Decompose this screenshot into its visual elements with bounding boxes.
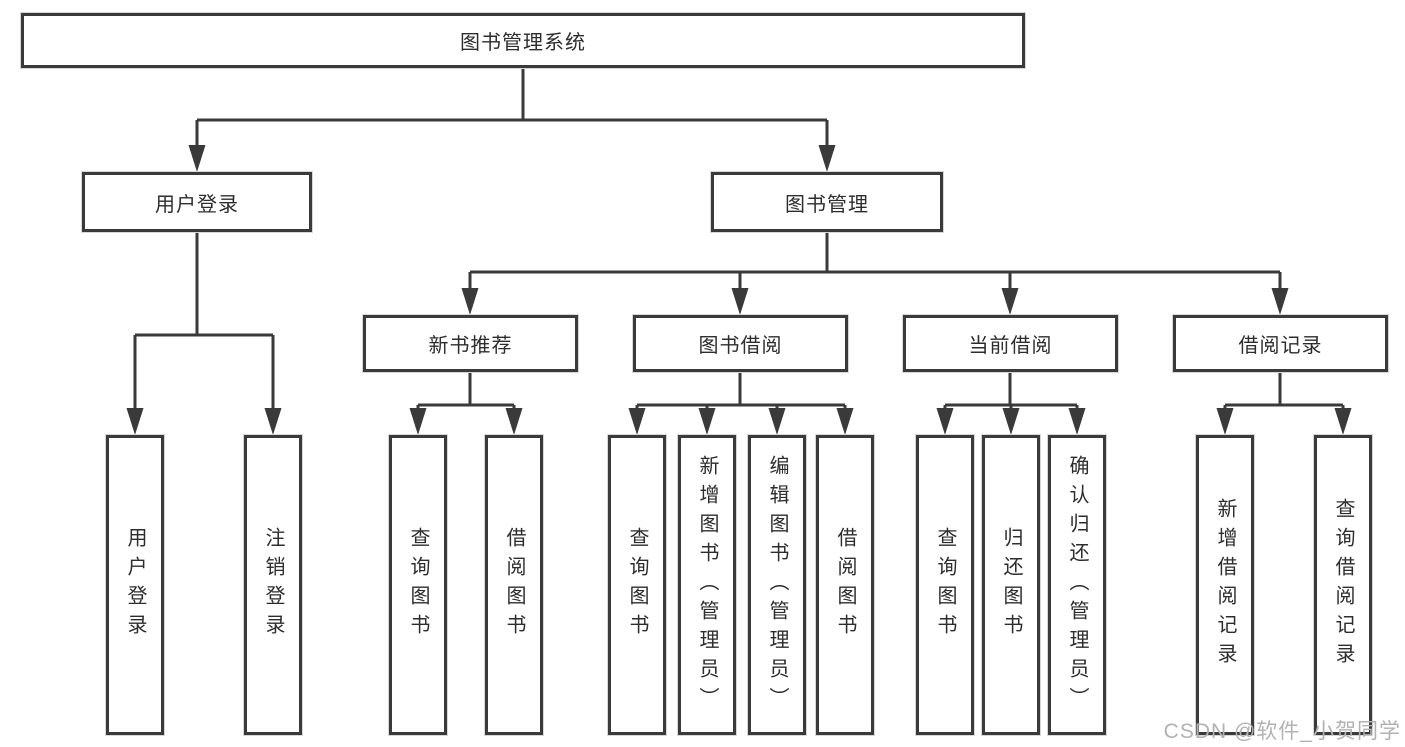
- node-label: 新增图书（管理员）: [696, 454, 718, 716]
- arrowhead-icon: [1001, 288, 1019, 315]
- leaf-recommend-borrow-books: 借阅图书: [485, 435, 543, 735]
- node-new-book-recommendation: 新书推荐: [363, 315, 578, 372]
- arrowhead-icon: [188, 145, 206, 172]
- node-label: 新增借阅记录: [1214, 498, 1236, 672]
- node-label: 当前借阅: [968, 335, 1053, 357]
- node-library-management-system: 图书管理系统: [21, 13, 1025, 68]
- leaf-logout: 注销登录: [244, 435, 302, 735]
- arrowhead-icon: [818, 145, 836, 172]
- arrowhead-icon: [1334, 408, 1352, 435]
- arrowhead-icon: [628, 408, 646, 435]
- leaf-borrowing-query-books: 查询图书: [608, 435, 666, 735]
- node-label: 新书推荐: [428, 335, 513, 357]
- arrowhead-icon: [836, 408, 854, 435]
- node-user-login: 用户登录: [82, 172, 312, 232]
- node-label: 用户登录: [124, 527, 146, 643]
- arrowhead-icon: [264, 408, 282, 435]
- node-label: 用户登录: [155, 193, 239, 216]
- node-label: 注销登录: [262, 527, 284, 643]
- arrowhead-icon: [731, 288, 749, 315]
- node-book-borrowing: 图书借阅: [633, 315, 848, 372]
- arrowhead-icon: [461, 288, 479, 315]
- node-label: 归还图书: [1000, 527, 1022, 643]
- arrowhead-icon: [768, 408, 786, 435]
- leaf-records-query-record: 查询借阅记录: [1314, 435, 1372, 735]
- arrowhead-icon: [409, 408, 427, 435]
- node-label: 借阅记录: [1238, 335, 1323, 357]
- leaf-current-confirm-return-admin: 确认归还（管理员）: [1048, 435, 1106, 735]
- arrowhead-icon: [126, 408, 144, 435]
- node-label: 编辑图书（管理员）: [766, 454, 788, 716]
- arrowhead-icon: [698, 408, 716, 435]
- node-label: 确认归还（管理员）: [1066, 454, 1088, 716]
- node-label: 借阅图书: [503, 527, 525, 643]
- arrowhead-icon: [1002, 408, 1020, 435]
- leaf-borrowing-edit-books-admin: 编辑图书（管理员）: [748, 435, 806, 735]
- arrowhead-icon: [1068, 408, 1086, 435]
- leaf-records-add-record: 新增借阅记录: [1196, 435, 1254, 735]
- leaf-borrowing-borrow-books: 借阅图书: [816, 435, 874, 735]
- node-label: 查询图书: [934, 527, 956, 643]
- node-label: 图书借阅: [698, 335, 783, 357]
- node-label: 图书管理: [785, 193, 869, 216]
- arrowhead-icon: [1271, 288, 1289, 315]
- node-borrowing-records: 借阅记录: [1173, 315, 1388, 372]
- arrowhead-icon: [505, 408, 523, 435]
- watermark: CSDN @软件_小贺同学: [1163, 720, 1401, 743]
- node-label: 图书管理系统: [460, 32, 586, 54]
- node-book-management: 图书管理: [711, 172, 943, 232]
- leaf-user-login: 用户登录: [106, 435, 164, 735]
- node-label: 借阅图书: [834, 527, 856, 643]
- leaf-current-return-books: 归还图书: [982, 435, 1040, 735]
- leaf-borrowing-add-books-admin: 新增图书（管理员）: [678, 435, 736, 735]
- leaf-current-query-books: 查询图书: [916, 435, 974, 735]
- leaf-recommend-query-books: 查询图书: [389, 435, 447, 735]
- node-label: 查询图书: [626, 527, 648, 643]
- node-label: 查询图书: [407, 527, 429, 643]
- node-current-borrowing: 当前借阅: [903, 315, 1118, 372]
- node-label: 查询借阅记录: [1332, 498, 1354, 672]
- arrowhead-icon: [1216, 408, 1234, 435]
- arrowhead-icon: [936, 408, 954, 435]
